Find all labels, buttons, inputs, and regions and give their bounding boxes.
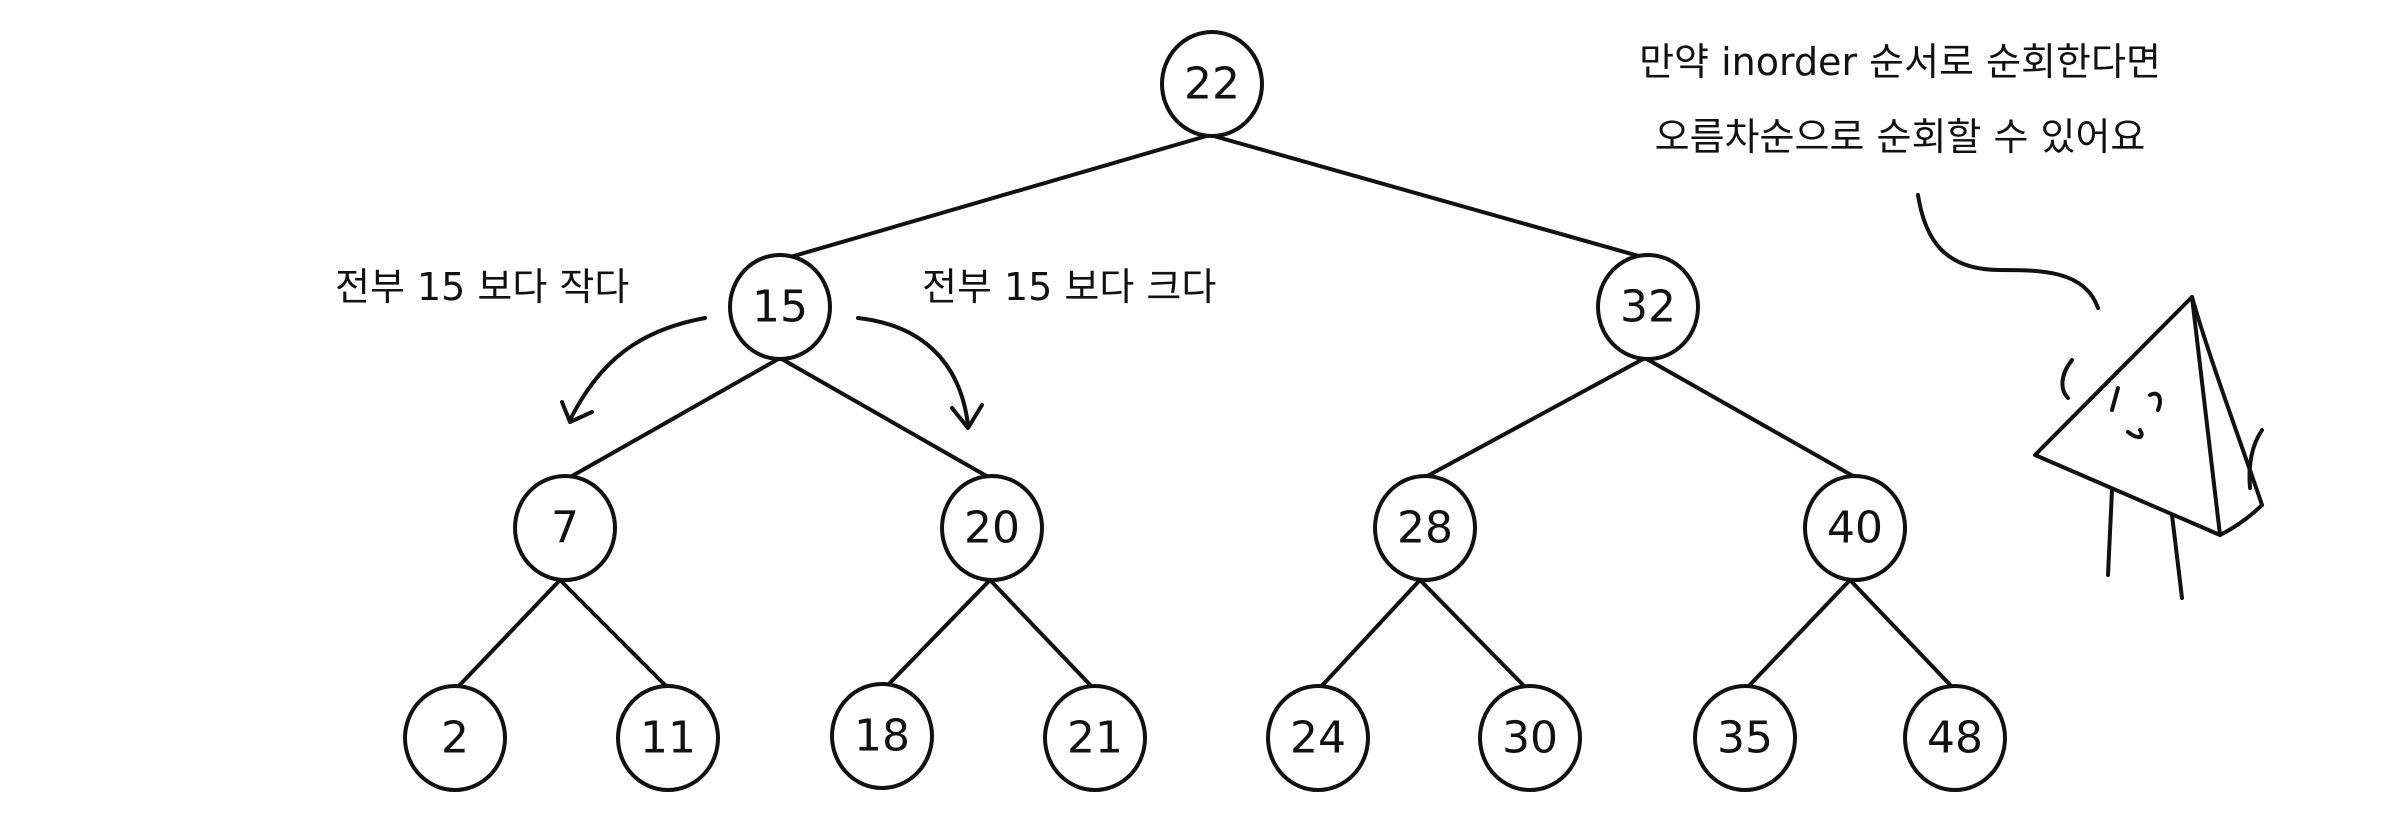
- node-label: 18: [854, 711, 910, 762]
- edge-32-40: [1643, 356, 1862, 482]
- edge-20-21: [988, 578, 1097, 692]
- node-level3: 2: [403, 684, 507, 792]
- node-level2: 7: [513, 474, 617, 582]
- speech-line-2: 오름차순으로 순회할 수 있어요: [1655, 115, 2146, 159]
- edge-40-48: [1848, 578, 1957, 692]
- edge-15-20: [778, 356, 992, 480]
- speech-bubble: 만약 inorder 순서로 순회한다면 오름차순으로 순회할 수 있어요: [1639, 40, 2161, 310]
- tree-nodes: 22 15 32 7 20 28 40 2: [403, 30, 2007, 792]
- node-label: 7: [551, 503, 579, 554]
- node-level1: 15: [728, 253, 832, 361]
- edge-32-28: [1418, 356, 1647, 482]
- node-label: 21: [1067, 713, 1123, 764]
- node-label: 35: [1717, 713, 1773, 764]
- arrowhead-icon: [560, 400, 594, 424]
- edge-20-18: [883, 578, 992, 690]
- edge-7-2: [453, 578, 562, 692]
- arrowhead-icon: [950, 403, 984, 430]
- edge-40-35: [1743, 578, 1852, 692]
- node-label: 48: [1927, 713, 1983, 764]
- edge-28-24: [1316, 578, 1422, 692]
- node-label: 22: [1184, 59, 1240, 110]
- curved-arrow-icon: [856, 316, 970, 427]
- node-level3: 18: [830, 682, 934, 790]
- node-level3: 48: [1903, 684, 2007, 792]
- right-subtree-annotation: 전부 15 보다 크다: [856, 265, 1216, 430]
- node-label: 11: [640, 713, 696, 764]
- edge-7-11: [558, 578, 672, 692]
- node-label: 28: [1397, 503, 1453, 554]
- curved-arrow-icon: [568, 316, 707, 422]
- left-subtree-text: 전부 15 보다 작다: [335, 265, 629, 309]
- edge-28-30: [1418, 578, 1530, 692]
- triangle-mascot-icon: [2033, 295, 2264, 600]
- node-label: 15: [752, 282, 808, 333]
- node-label: 32: [1620, 282, 1676, 333]
- node-label: 2: [441, 713, 469, 764]
- edge-22-15: [778, 133, 1212, 262]
- edge-15-7: [563, 356, 782, 482]
- node-level1: 32: [1596, 253, 1700, 361]
- edge-22-32: [1208, 133, 1662, 264]
- node-level3: 35: [1693, 684, 1797, 792]
- speech-tail: [1916, 193, 2100, 310]
- speech-line-1: 만약 inorder 순서로 순회한다면: [1639, 40, 2161, 84]
- node-level3: 24: [1266, 684, 1370, 792]
- node-level3: 21: [1043, 684, 1147, 792]
- left-subtree-annotation: 전부 15 보다 작다: [335, 265, 707, 424]
- node-level3: 30: [1478, 684, 1582, 792]
- node-label: 20: [964, 503, 1020, 554]
- right-subtree-text: 전부 15 보다 크다: [922, 265, 1216, 309]
- node-label: 24: [1290, 713, 1346, 764]
- node-level2: 28: [1373, 474, 1477, 582]
- node-level3: 11: [616, 684, 720, 792]
- node-root: 22: [1160, 30, 1264, 138]
- tree-edges: [453, 133, 1957, 692]
- node-level2: 20: [940, 474, 1044, 582]
- node-label: 30: [1502, 713, 1558, 764]
- node-label: 40: [1827, 503, 1883, 554]
- node-level2: 40: [1803, 474, 1907, 582]
